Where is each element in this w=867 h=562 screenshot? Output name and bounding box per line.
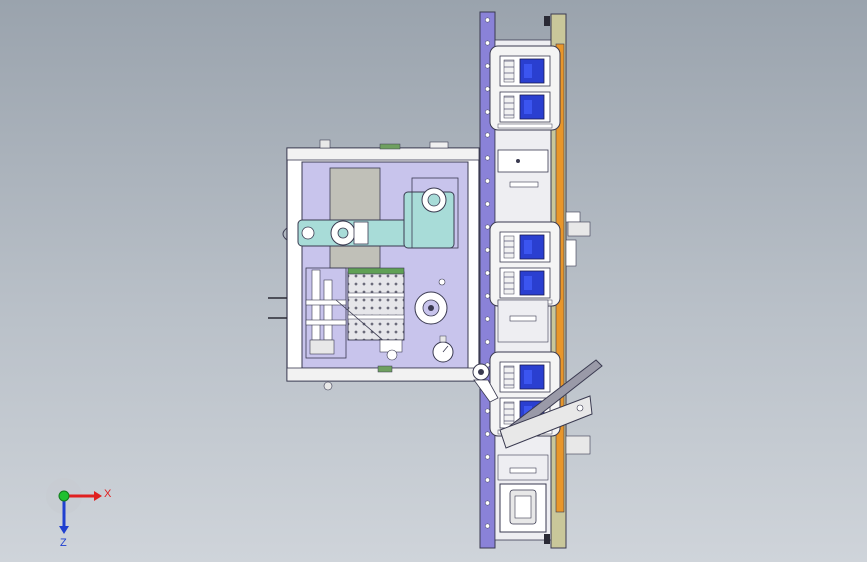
axis-z-label: Z	[60, 537, 67, 549]
arm-base	[411, 177, 459, 249]
rail-hole	[485, 339, 490, 345]
actuator-highlight	[524, 276, 532, 290]
module-group	[489, 45, 561, 437]
rail-hole	[485, 477, 490, 483]
module-connector	[503, 59, 515, 83]
rail-hole	[485, 17, 490, 23]
rail-hole	[485, 454, 490, 460]
perforated-tray	[347, 267, 405, 341]
coordinate-triad-icon: X Z	[46, 478, 112, 549]
rail-hole	[485, 63, 490, 69]
actuator-highlight	[524, 100, 532, 114]
rail-hole	[485, 293, 490, 299]
module-pair	[489, 221, 561, 307]
rail-hole	[485, 523, 490, 529]
rail-hole	[485, 155, 490, 161]
gray-plate	[329, 167, 381, 269]
rail-hole	[485, 408, 490, 414]
side-brackets	[565, 211, 591, 455]
rail-hole	[485, 109, 490, 115]
pivot-lever	[472, 363, 499, 403]
pressure-gauge-icon	[432, 335, 454, 363]
rail-hole	[485, 431, 490, 437]
module-pair	[489, 45, 561, 131]
actuator-highlight	[524, 370, 532, 384]
axis-x-label: X	[104, 488, 112, 500]
rail-hole	[485, 224, 490, 230]
rail-hole	[485, 86, 490, 92]
actuator-highlight	[524, 64, 532, 78]
module-connector	[503, 95, 515, 119]
module-base-bar	[497, 123, 553, 129]
module-connector	[503, 401, 515, 425]
rail-hole	[485, 500, 490, 506]
rail-hole	[485, 201, 490, 207]
rail-hole	[485, 316, 490, 322]
mid-insert	[497, 149, 549, 481]
rail-hole	[485, 178, 490, 184]
bottom-base-unit	[499, 483, 547, 533]
gripper-mechanism	[305, 267, 403, 359]
rail-hole	[485, 132, 490, 138]
tilted-tray[interactable]	[499, 359, 603, 449]
module-connector	[503, 271, 515, 295]
robot-arm[interactable]	[297, 187, 455, 249]
module-connector	[503, 365, 515, 389]
actuator-highlight	[524, 240, 532, 254]
module-connector	[503, 235, 515, 259]
roller-wheel	[414, 291, 448, 325]
rail-hole	[485, 270, 490, 276]
rail-hole	[485, 40, 490, 46]
rail-hole	[485, 247, 490, 253]
